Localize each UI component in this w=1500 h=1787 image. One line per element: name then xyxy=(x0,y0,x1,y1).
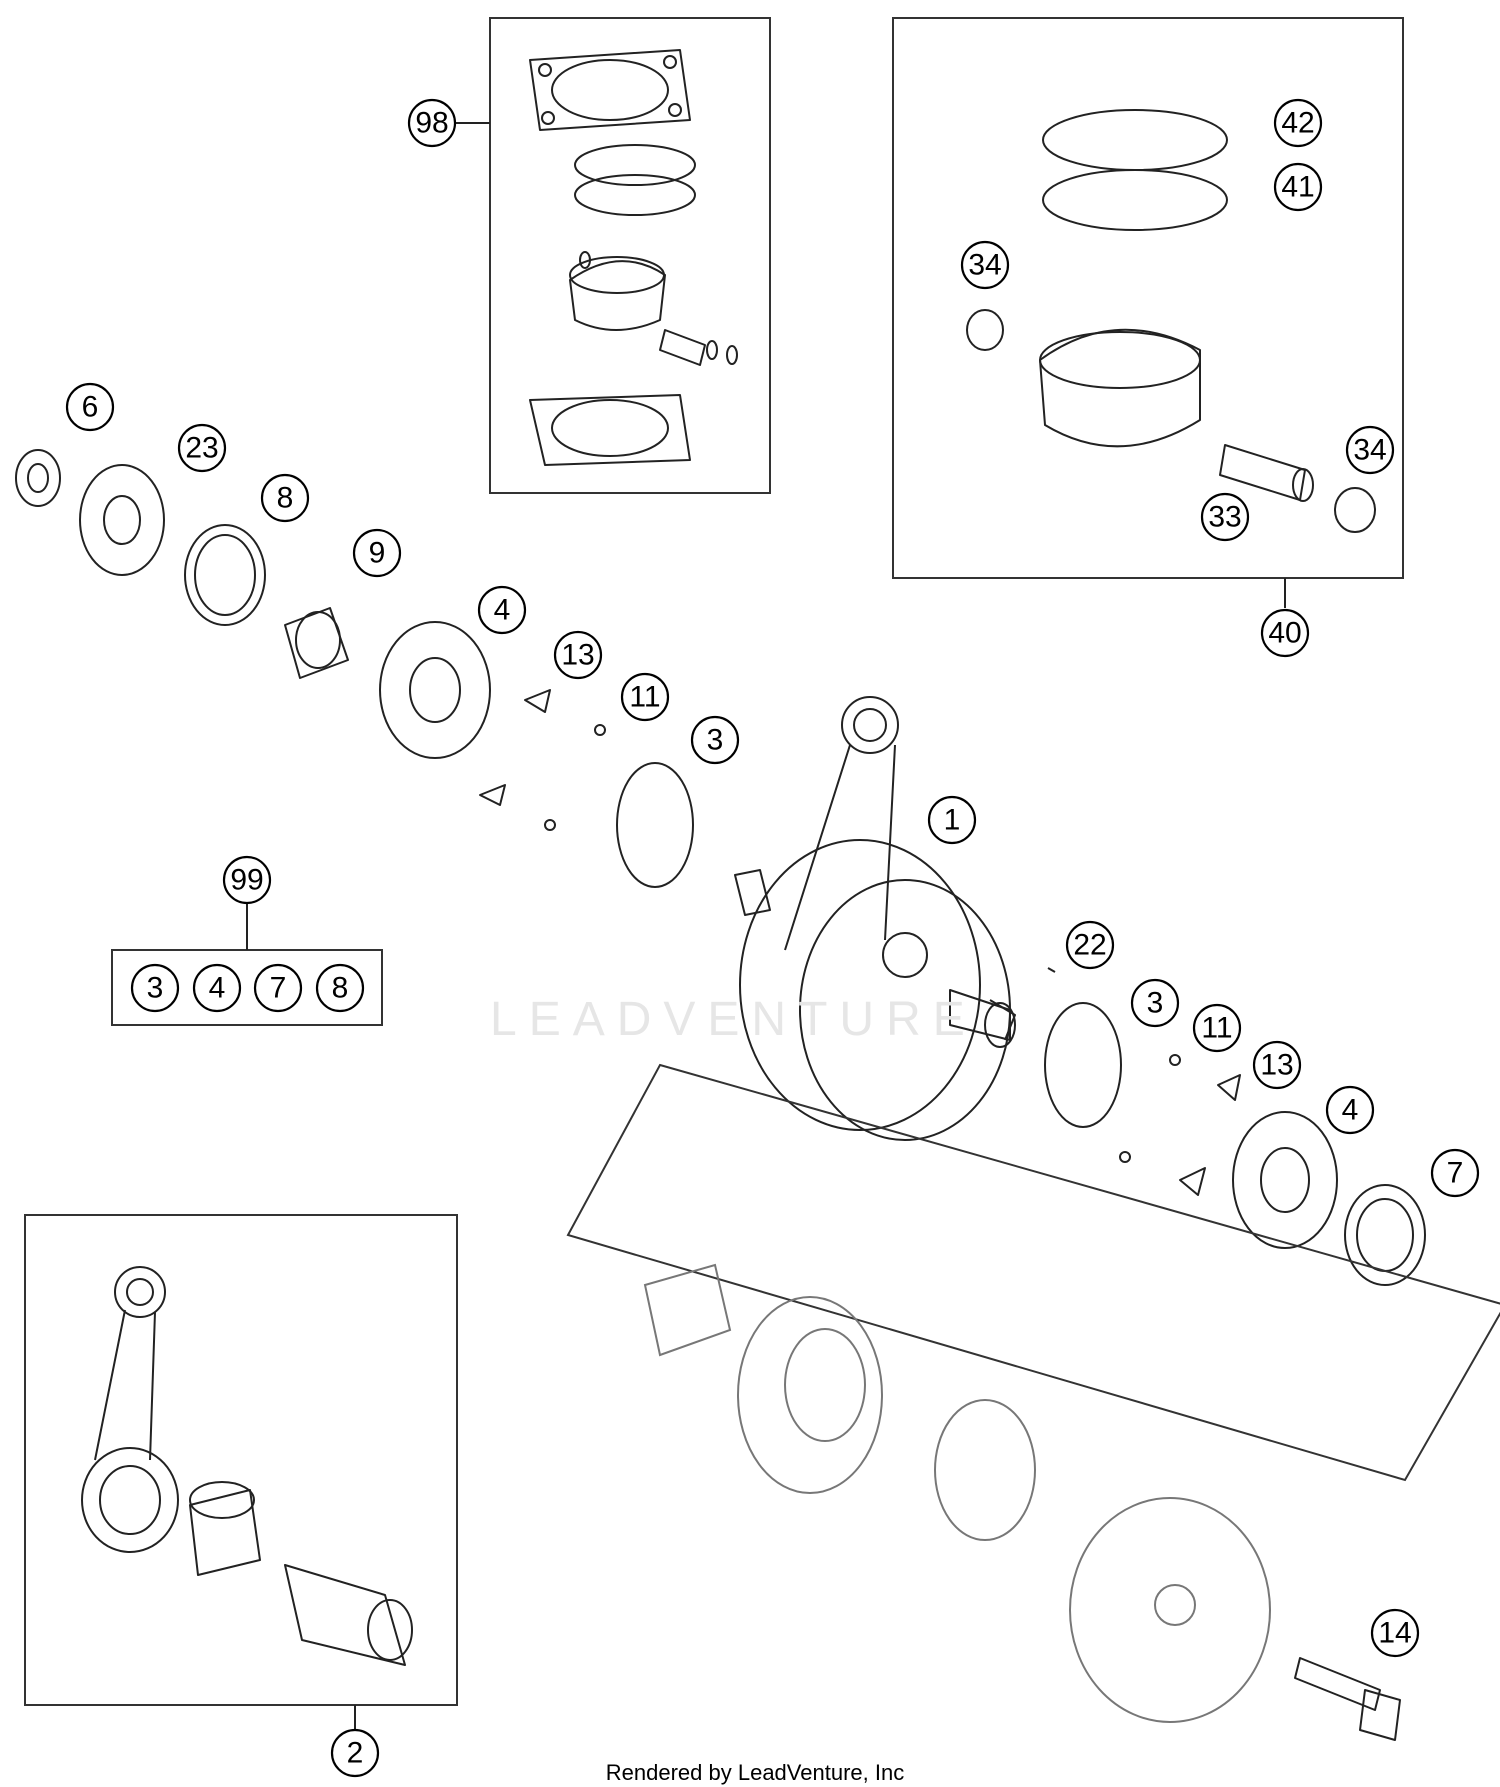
callout-13-right[interactable]: 13 xyxy=(1252,1040,1302,1090)
callout-2[interactable]: 2 xyxy=(330,1728,380,1778)
callout-label: 7 xyxy=(1447,1157,1464,1190)
callout-label: 13 xyxy=(561,639,594,672)
callout-label: 8 xyxy=(277,482,294,515)
callout-99[interactable]: 99 xyxy=(222,855,272,905)
callout-14[interactable]: 14 xyxy=(1370,1608,1420,1658)
callout-9[interactable]: 9 xyxy=(352,528,402,578)
piston-box xyxy=(892,17,1404,579)
callout-4-right[interactable]: 4 xyxy=(1325,1085,1375,1135)
callout-22[interactable]: 22 xyxy=(1065,920,1115,970)
callout-42[interactable]: 42 xyxy=(1273,98,1323,148)
callout-13-left[interactable]: 13 xyxy=(553,630,603,680)
callout-40[interactable]: 40 xyxy=(1260,608,1310,658)
callout-label: 4 xyxy=(1342,1094,1359,1127)
callout-label: 42 xyxy=(1281,107,1314,140)
leader-lines xyxy=(246,122,1286,1730)
callout-8[interactable]: 8 xyxy=(260,473,310,523)
kit-99-item-3[interactable]: 3 xyxy=(130,963,180,1013)
watermark-text: LEADVENTURE xyxy=(490,993,977,1046)
callout-33[interactable]: 33 xyxy=(1200,492,1250,542)
callout-11-right[interactable]: 11 xyxy=(1192,1003,1242,1053)
callout-label: 34 xyxy=(1353,434,1386,467)
callout-label: 11 xyxy=(1201,1012,1232,1045)
callout-label: 1 xyxy=(944,804,961,837)
callout-34-top[interactable]: 34 xyxy=(960,240,1010,290)
callout-3-right[interactable]: 3 xyxy=(1130,978,1180,1028)
callout-23[interactable]: 23 xyxy=(177,423,227,473)
callout-label: 11 xyxy=(629,681,660,714)
callout-label: 4 xyxy=(494,594,511,627)
callout-41[interactable]: 41 xyxy=(1273,162,1323,212)
callout-label: 7 xyxy=(270,972,287,1005)
callout-label: 23 xyxy=(185,432,218,465)
callout-7[interactable]: 7 xyxy=(1430,1148,1480,1198)
callout-label: 4 xyxy=(209,972,226,1005)
callout-11-left[interactable]: 11 xyxy=(620,672,670,722)
credit-text: Rendered by LeadVenture, Inc xyxy=(606,1760,904,1785)
callout-label: 3 xyxy=(1147,987,1164,1020)
kit-99-item-4[interactable]: 4 xyxy=(192,963,242,1013)
callout-label: 14 xyxy=(1378,1617,1411,1650)
callout-3-left[interactable]: 3 xyxy=(690,715,740,765)
left-shaft-parts xyxy=(15,449,694,888)
callout-label: 98 xyxy=(415,107,448,140)
kit-99-item-7[interactable]: 7 xyxy=(253,963,303,1013)
callout-label: 22 xyxy=(1073,929,1106,962)
callout-label: 3 xyxy=(147,972,164,1005)
callout-6[interactable]: 6 xyxy=(65,382,115,432)
callout-label: 41 xyxy=(1281,171,1314,204)
callout-label: 9 xyxy=(369,537,386,570)
callout-label: 6 xyxy=(82,391,99,424)
callout-98[interactable]: 98 xyxy=(407,98,457,148)
callout-1[interactable]: 1 xyxy=(927,795,977,845)
kit-99-item-8[interactable]: 8 xyxy=(315,963,365,1013)
gasket-kit-box xyxy=(489,17,771,494)
callout-4-left[interactable]: 4 xyxy=(477,585,527,635)
crankshaft xyxy=(734,696,1016,1141)
callout-label: 3 xyxy=(707,724,724,757)
callout-34-right[interactable]: 34 xyxy=(1345,425,1395,475)
conrod-box xyxy=(24,1214,458,1706)
callout-label: 99 xyxy=(230,864,263,897)
callout-label: 2 xyxy=(347,1737,364,1770)
callout-label: 40 xyxy=(1268,617,1301,650)
callout-label: 33 xyxy=(1208,501,1241,534)
optional-parts-area xyxy=(566,1063,1500,1741)
callout-label: 8 xyxy=(332,972,349,1005)
callout-label: 34 xyxy=(968,249,1001,282)
callout-label: 13 xyxy=(1260,1049,1293,1082)
